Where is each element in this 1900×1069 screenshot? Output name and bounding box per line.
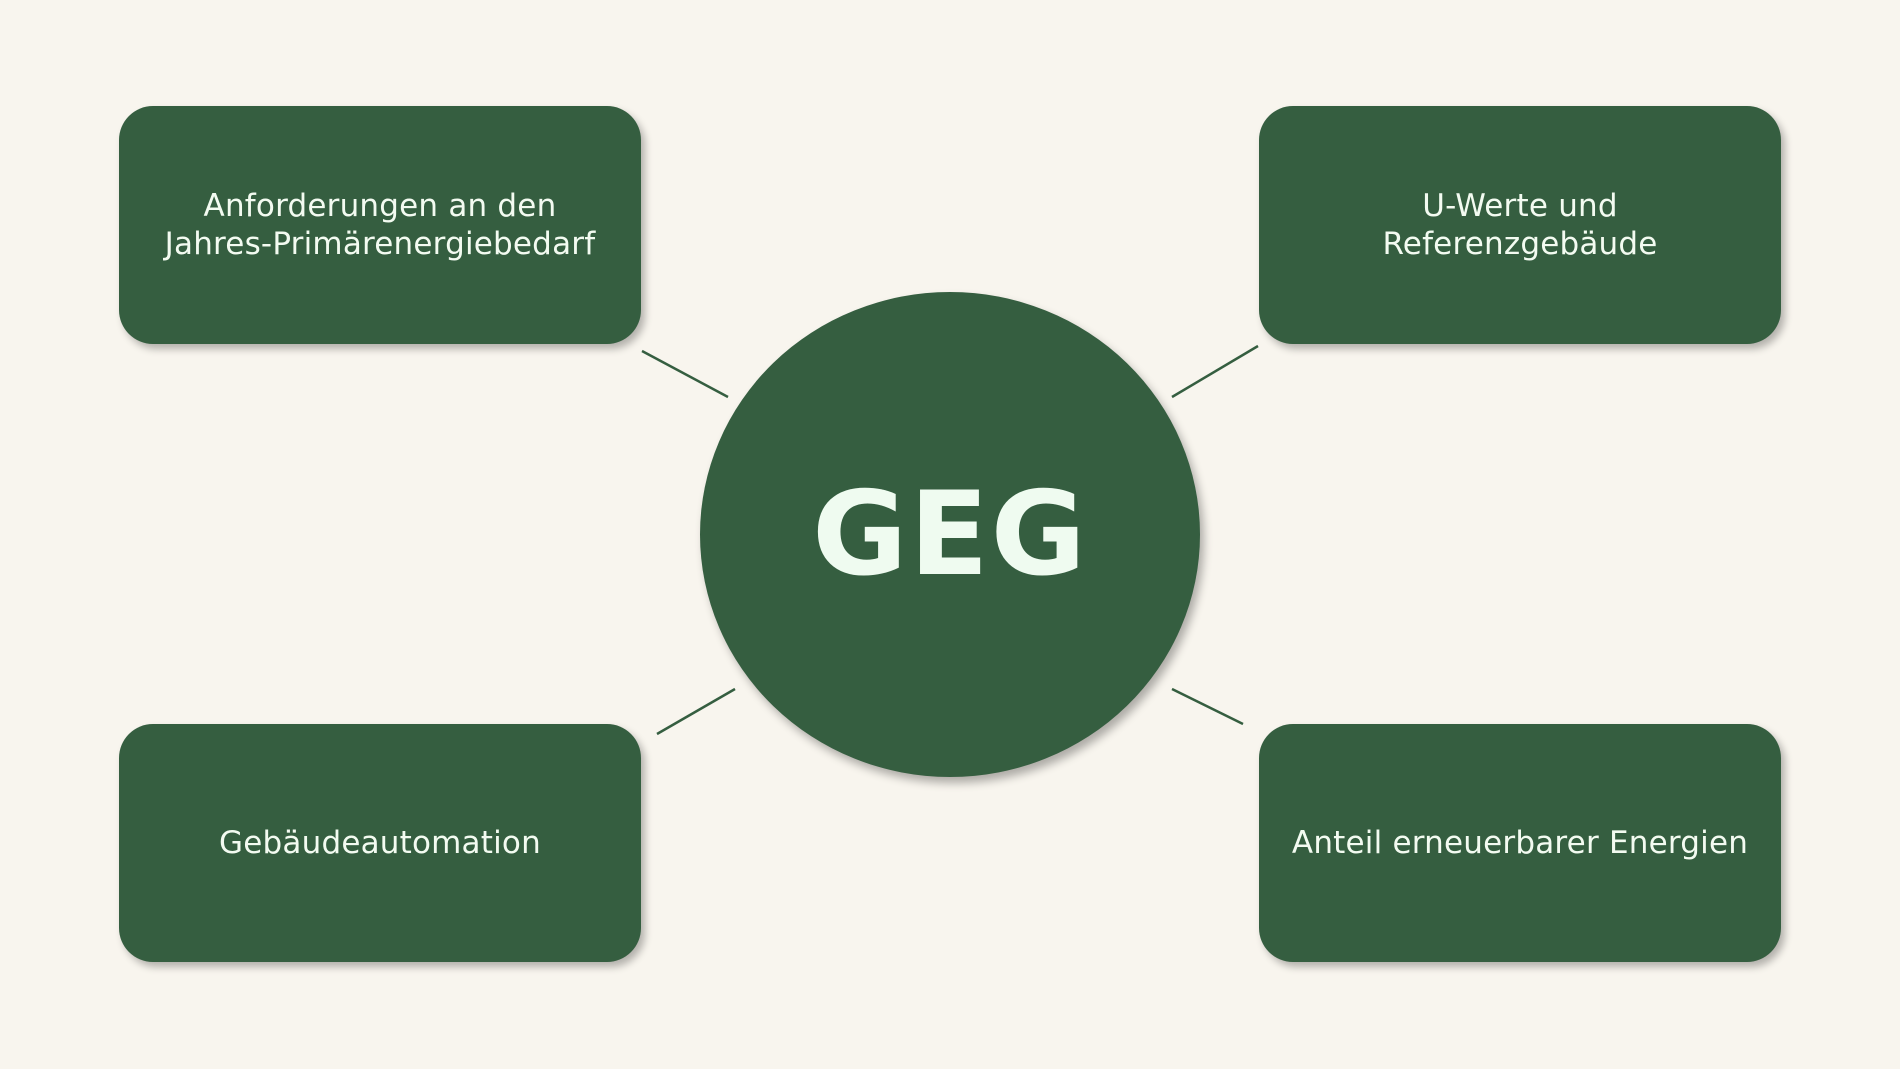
topic-label-primary-energy: Anforderungen an den Jahres-Primärenergi… xyxy=(164,188,596,262)
topic-node-renewable-share: Anteil erneuerbarer Energien xyxy=(1259,724,1781,962)
center-label: GEG xyxy=(812,467,1088,602)
topic-node-u-values: U-Werte und Referenzgebäude xyxy=(1259,106,1781,344)
topic-node-primary-energy: Anforderungen an den Jahres-Primärenergi… xyxy=(119,106,641,344)
connector-top-left xyxy=(641,349,729,399)
topic-label-renewable-share: Anteil erneuerbarer Energien xyxy=(1291,825,1749,861)
topic-label-u-values: U-Werte und Referenzgebäude xyxy=(1382,188,1658,262)
center-node: GEG xyxy=(700,292,1200,777)
topic-node-building-automation: Gebäudeautomation xyxy=(119,724,641,962)
connector-bottom-left xyxy=(656,687,736,736)
connector-bottom-right xyxy=(1171,687,1244,726)
connector-top-right xyxy=(1171,344,1259,399)
topic-label-building-automation: Gebäudeautomation xyxy=(219,825,541,861)
